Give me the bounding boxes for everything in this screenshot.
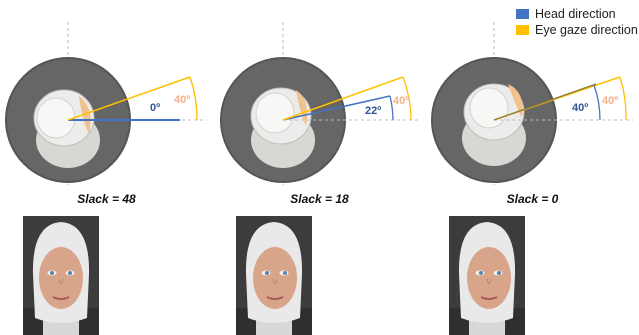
panel-slack-48: 0º 40º Slack = 48: [0, 0, 213, 335]
slack-label: Slack = 0: [506, 192, 559, 206]
slack-label: Slack = 48: [77, 192, 136, 206]
head-direction-line: [493, 83, 597, 121]
face-photo: [236, 216, 312, 335]
head-angle-label: 0º: [150, 102, 160, 114]
head-angle-arc: [593, 84, 601, 121]
head-top-view-icon: [462, 83, 526, 166]
legend-label-head: Head direction: [535, 7, 616, 21]
eye-gaze-swatch: [516, 25, 529, 35]
head-direction-line: [282, 95, 391, 121]
top-view-diagram: 22º 40º: [220, 22, 420, 185]
gaze-angle-label: 40º: [602, 95, 618, 107]
gaze-angle-label: 40º: [174, 94, 190, 106]
legend-label-gaze: Eye gaze direction: [535, 23, 638, 37]
top-view-diagram: 40º 40º: [431, 22, 633, 185]
legend-item-gaze: Eye gaze direction: [516, 22, 638, 38]
head-angle-arc: [389, 95, 394, 121]
panel-slack-18: 22º 40º Slack = 18: [213, 0, 426, 335]
head-direction-swatch: [516, 9, 529, 19]
head-angle-label: 40º: [572, 102, 588, 114]
gaze-direction-line: [67, 76, 191, 121]
gaze-angle-arc: [402, 76, 412, 121]
legend: Head direction Eye gaze direction: [516, 6, 638, 38]
gaze-direction-line: [282, 76, 404, 121]
head-top-view-icon: [250, 87, 315, 168]
gaze-angle-arc: [189, 76, 198, 121]
top-view-diagram: 0º 40º: [5, 22, 207, 185]
face-photo: [449, 216, 525, 335]
panel-slack-0: 40º 40º Slack = 0: [426, 0, 639, 335]
slack-label: Slack = 18: [290, 192, 349, 206]
gaze-angle-arc: [619, 76, 627, 121]
head-angle-label: 22º: [365, 105, 381, 117]
legend-item-head: Head direction: [516, 6, 638, 22]
gaze-angle-label: 40º: [393, 95, 409, 107]
face-photo: [23, 216, 99, 335]
